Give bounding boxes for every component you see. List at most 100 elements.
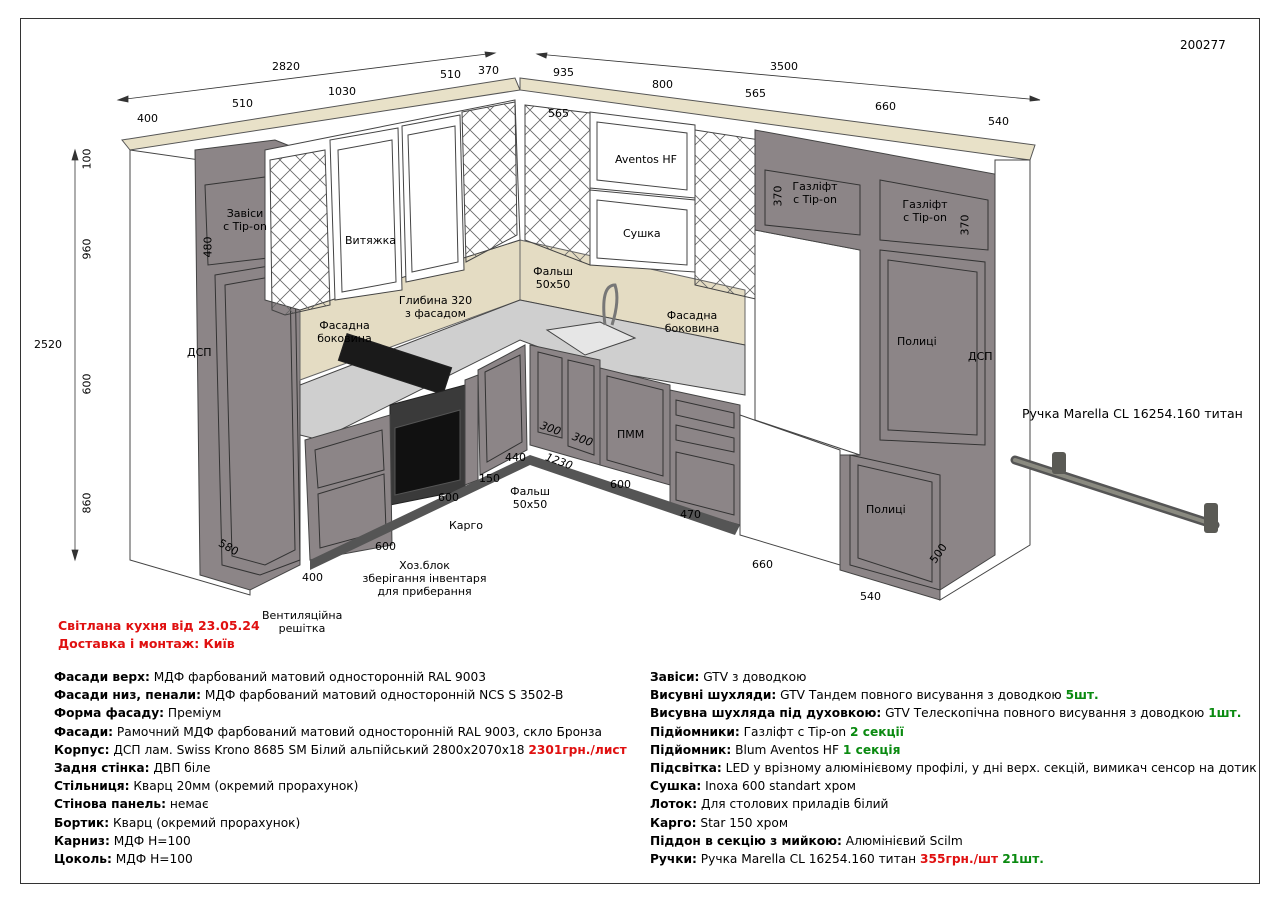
- spec-quantity: 21шт.: [998, 852, 1044, 867]
- spec-key: Бортик:: [54, 815, 110, 830]
- dim-total-right: 3500: [770, 60, 798, 73]
- label-polytsi-1: Полиці: [897, 335, 937, 348]
- spec-value: МДФ фарбований матовий односторонній RAL…: [149, 670, 487, 684]
- dim-1030: 1030: [328, 85, 356, 98]
- spec-value: Кварц (окремий прорахунок): [109, 815, 301, 830]
- spec-key: Цоколь:: [54, 852, 112, 867]
- spec-row: Піддон в секцію з мийкою: Алюмінієвий Sc…: [650, 832, 1257, 850]
- spec-key: Корпус:: [54, 742, 110, 757]
- spec-row: Висувна шухляда під духовкою: GTV Телеск…: [650, 704, 1257, 722]
- spec-row: Карго: Star 150 хром: [650, 814, 1257, 832]
- spec-quantity: 2 секції: [850, 724, 904, 739]
- right-side-panel: [939, 159, 1031, 601]
- label-zavisy: Завіси с Tip-on: [223, 207, 267, 233]
- label-falsh-bottom: Фальш 50х50: [510, 485, 550, 511]
- spec-price: 2301грн./лист: [528, 742, 627, 757]
- spec-row: Лоток: Для столових приладів білий: [650, 795, 1257, 813]
- dim-h600: 600: [80, 373, 94, 395]
- spec-value: Inoxa 600 standart хром: [701, 779, 856, 794]
- dim-h370-a: 370: [771, 185, 785, 207]
- spec-value: Рамочний МДФ фарбований матовий одностор…: [113, 724, 602, 739]
- dim-800: 800: [652, 78, 673, 91]
- spec-key: Лоток:: [650, 797, 698, 812]
- order-number: 200277: [1180, 38, 1226, 52]
- label-hlybyna: Глибина 320 з фасадом: [398, 294, 473, 320]
- label-fasadna-right: Фасадна боковина: [664, 309, 720, 335]
- dim-660-top: 660: [875, 100, 896, 113]
- spec-row: Завіси: GTV з доводкою: [650, 668, 1257, 686]
- label-fasadna-left: Фасадна бокoвина: [317, 319, 372, 345]
- label-hoz-blok: Хоз.блок зберігання інвентаря для прибер…: [362, 559, 487, 598]
- spec-key: Підйомник:: [650, 742, 732, 757]
- spec-value: GTV Телескопічна повного висування з дов…: [881, 706, 1209, 721]
- dim-h960: 960: [80, 238, 94, 260]
- spec-row: Підйомники: Газліфт с Tip-on 2 секції: [650, 723, 1257, 741]
- spec-value: МДФ H=100: [109, 833, 191, 848]
- spec-row: Бортик: Кварц (окремий прорахунок): [54, 814, 627, 832]
- dim-440: 440: [505, 451, 526, 464]
- dim-h480: 480: [201, 236, 215, 258]
- spec-key: Ручки:: [650, 852, 697, 867]
- spec-value: МДФ фарбований матовий односторонній NCS…: [200, 688, 564, 703]
- label-dsp-right: ДСП: [968, 350, 993, 363]
- spec-row: Фасади: Рамочний МДФ фарбований матовий …: [54, 723, 627, 741]
- label-polytsi-2: Полиці: [866, 503, 906, 516]
- handle-illustration: [1010, 452, 1220, 533]
- label-vytiazhka: Витяжка: [345, 234, 397, 247]
- dim-470: 470: [680, 508, 701, 521]
- spec-value: Кварц 20мм (окремий прорахунок): [129, 779, 359, 794]
- spec-key: Підсвітка:: [650, 761, 722, 776]
- kitchen-drawing: [71, 51, 1220, 601]
- spec-quantity: 5шт.: [1065, 688, 1099, 703]
- spec-key: Фасади низ, пенали:: [54, 688, 201, 703]
- spec-key: Фасади:: [54, 724, 114, 739]
- dim-935: 935: [553, 66, 574, 79]
- spec-key: Висувні шухляди:: [650, 688, 777, 703]
- spec-row: Задня стінка: ДВП біле: [54, 759, 627, 777]
- spec-value: МДФ H=100: [111, 852, 193, 867]
- label-pmm: ПММ: [617, 428, 645, 441]
- spec-key: Висувна шухляда під духовкою:: [650, 706, 882, 721]
- header-delivery: Доставка і монтаж: Київ: [58, 636, 235, 651]
- label-sushka: Сушка: [623, 227, 661, 240]
- spec-row: Фасади верх: МДФ фарбований матовий одно…: [54, 668, 627, 686]
- specs-left: Фасади верх: МДФ фарбований матовий одно…: [54, 668, 627, 868]
- dim-565-b: 565: [745, 87, 766, 100]
- spec-key: Карниз:: [54, 833, 110, 848]
- spec-value: Алюмінієвий Scilm: [841, 833, 963, 848]
- spec-row: Цоколь: МДФ H=100: [54, 850, 627, 868]
- spec-row: Висувні шухляди: GTV Тандем повного вису…: [650, 686, 1257, 704]
- label-kargo: Карго: [449, 519, 484, 532]
- spec-value: Для столових приладів білий: [697, 797, 889, 812]
- dim-h100: 100: [80, 148, 94, 170]
- handle-caption: Ручка Marella CL 16254.160 титан: [1022, 406, 1243, 421]
- spec-value: ДСП лам. Swiss Krono 8685 SM Білий альпі…: [109, 742, 529, 757]
- label-ventyl: Вентиляційна решітка: [262, 609, 343, 635]
- dim-400-top: 400: [137, 112, 158, 125]
- spec-key: Підйомники:: [650, 724, 740, 739]
- spec-value: Преміум: [164, 706, 222, 721]
- spec-key: Стільниця:: [54, 779, 130, 794]
- spec-value: Star 150 хром: [696, 815, 789, 830]
- dim-510-b: 510: [440, 68, 461, 81]
- dim-600-a: 600: [375, 540, 396, 553]
- spec-key: Карго:: [650, 815, 697, 830]
- spec-quantity: 1 секція: [842, 742, 901, 757]
- spec-quantity: 1шт.: [1208, 706, 1242, 721]
- dim-600-b: 600: [438, 491, 459, 504]
- spec-key: Сушка:: [650, 779, 702, 794]
- label-gazlift-1: Газліфт с Tip-on: [792, 180, 838, 206]
- label-falsh-top: Фальш 50х50: [533, 265, 573, 291]
- spec-value: LED у врізному алюмінієвому профілі, у д…: [721, 761, 1257, 776]
- spec-row: Стінова панель: немає: [54, 795, 627, 813]
- dim-400-bottom: 400: [302, 571, 323, 584]
- dim-510-a: 510: [232, 97, 253, 110]
- label-aventos: Aventos HF: [615, 153, 677, 166]
- spec-row: Стільниця: Кварц 20мм (окремий прорахуно…: [54, 777, 627, 795]
- dim-total-left: 2820: [272, 60, 300, 73]
- spec-row: Ручки: Ручка Marella CL 16254.160 титан …: [650, 850, 1257, 868]
- spec-row: Сушка: Inoxa 600 standart хром: [650, 777, 1257, 795]
- dim-h860: 860: [80, 492, 94, 514]
